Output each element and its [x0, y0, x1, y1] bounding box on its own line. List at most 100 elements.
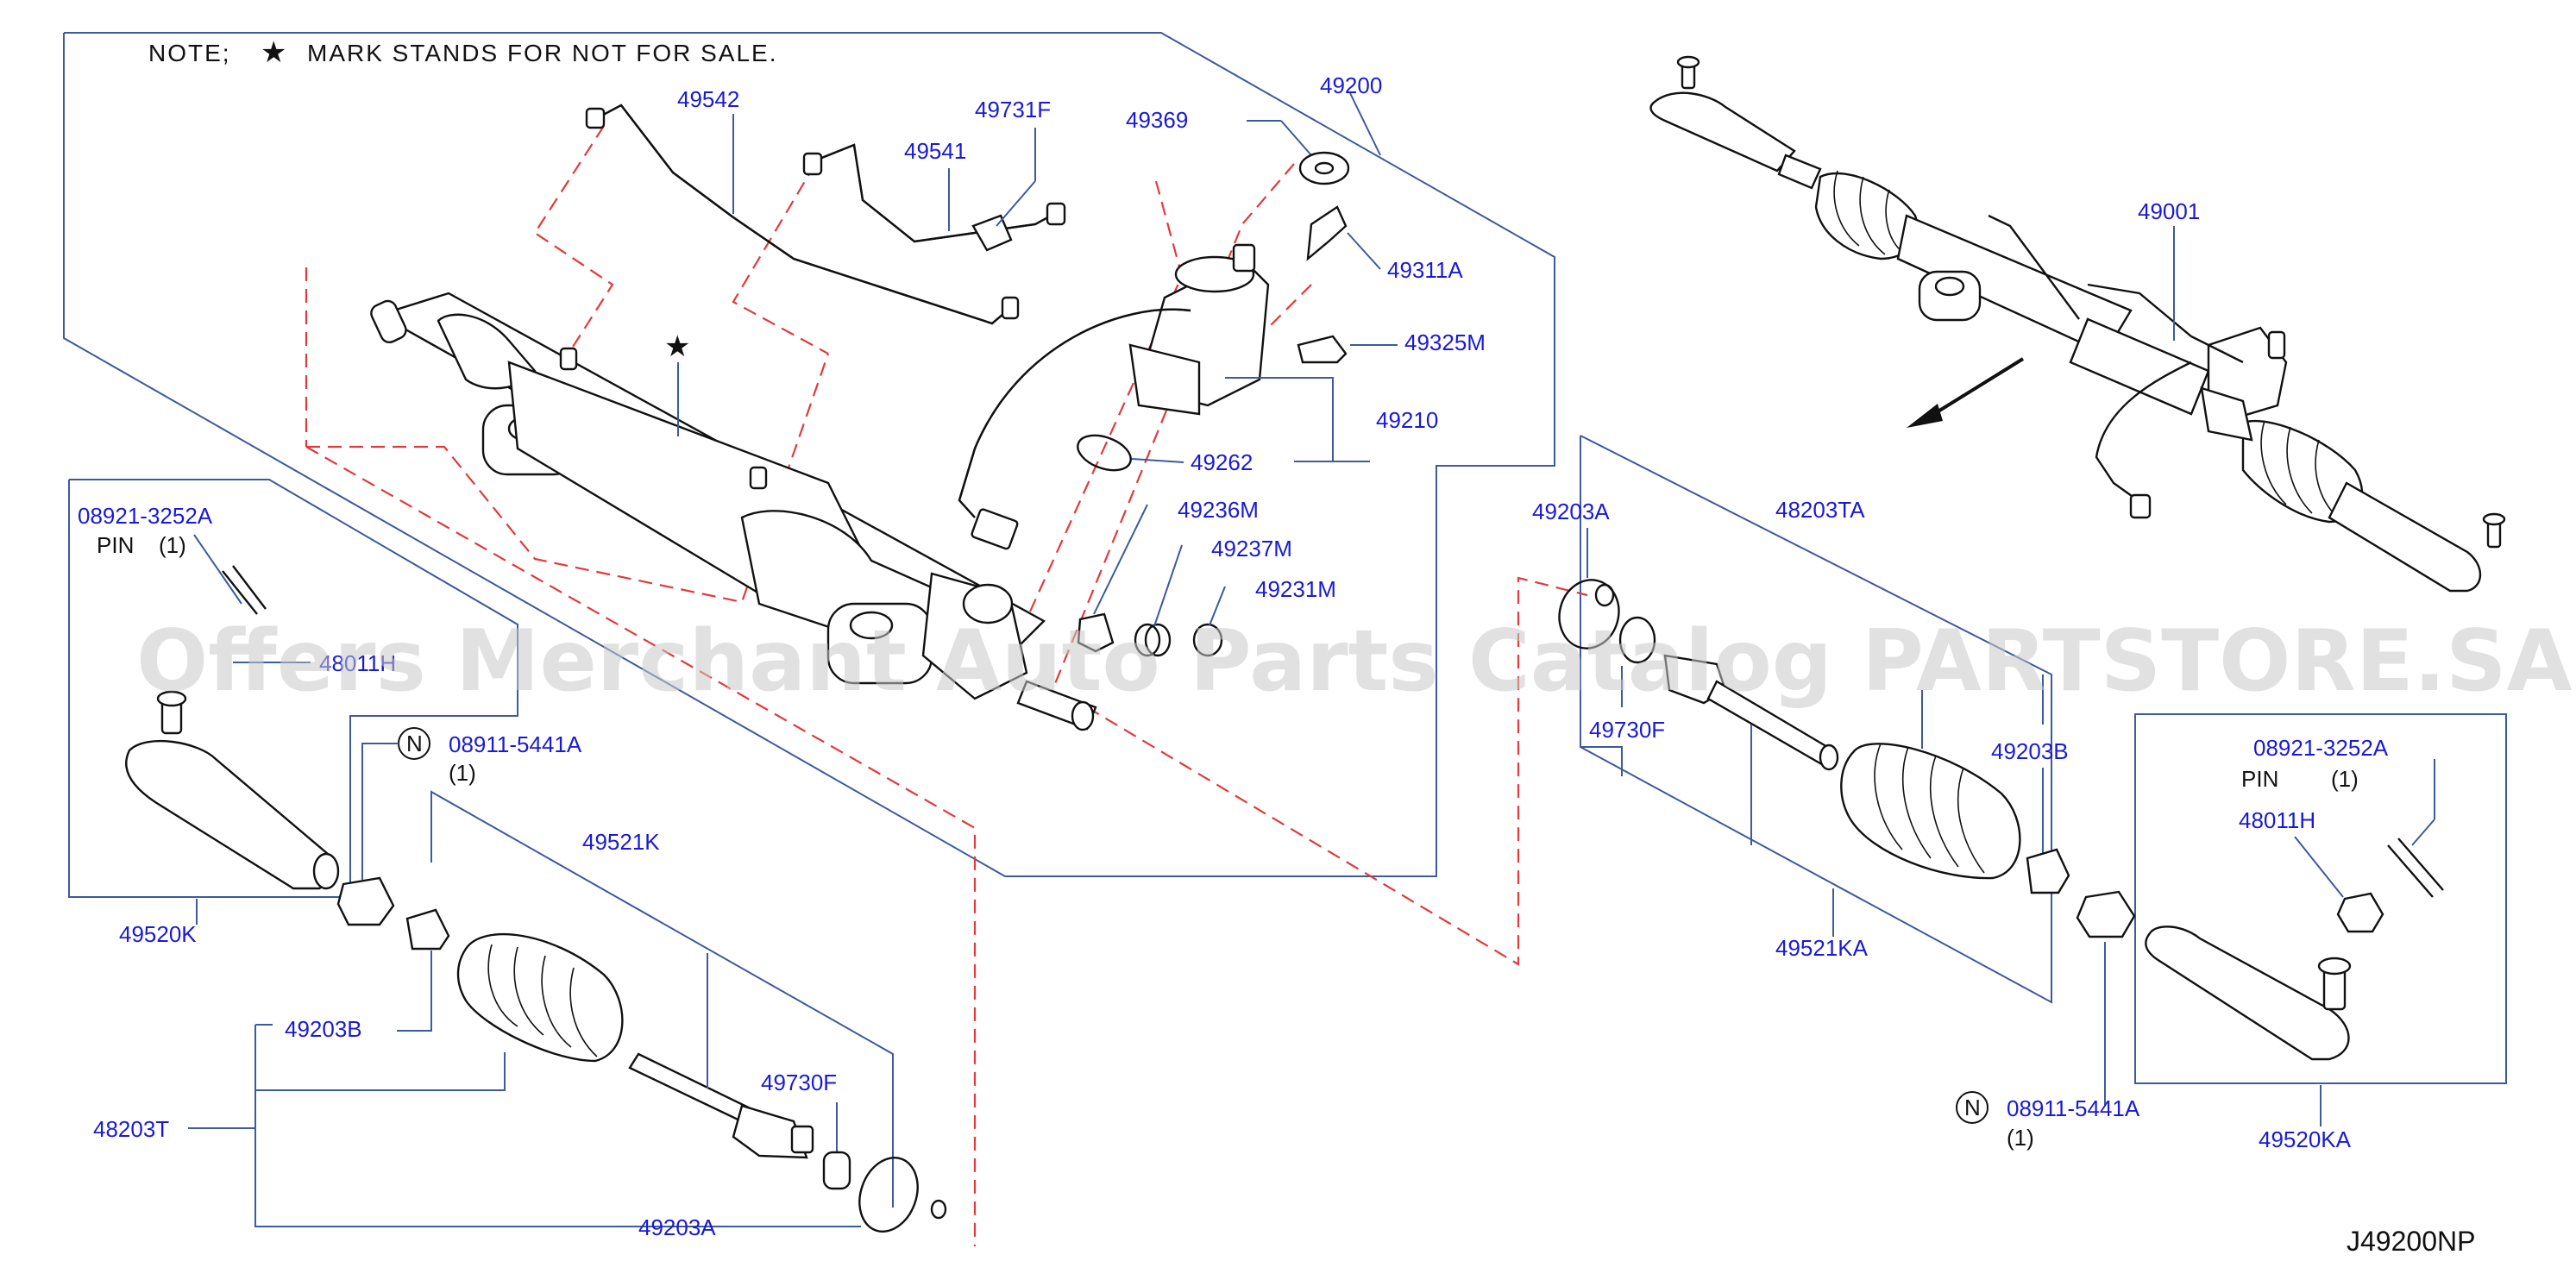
- label-49520KA[interactable]: 49520KA: [2259, 1126, 2352, 1152]
- leader-49730F-right-b: [1580, 746, 1623, 776]
- part-inner-rod-right: [1663, 654, 1839, 771]
- seal-parts: [1077, 612, 1223, 657]
- label-49203A-right[interactable]: 49203A: [1532, 499, 1610, 524]
- label-49520K[interactable]: 49520K: [119, 921, 197, 947]
- leader-49369-b: [1280, 120, 1312, 156]
- part-49311A: [1306, 205, 1348, 261]
- part-lock-ring-left-tab: [930, 1199, 947, 1220]
- label-08911-left-qty: (1): [449, 760, 476, 786]
- leader-49210: [1225, 377, 1334, 462]
- label-pin-left: PIN: [97, 532, 134, 558]
- n-marker-left-text: N: [406, 731, 423, 756]
- part-clamp-right: [2026, 848, 2070, 894]
- leader-49237M: [1153, 544, 1183, 627]
- label-49203B-left[interactable]: 49203B: [285, 1016, 362, 1042]
- leader-48011H: [2294, 836, 2344, 898]
- outline-48203TA: [1580, 435, 2052, 1004]
- label-48203TA[interactable]: 48203TA: [1775, 497, 1865, 523]
- label-pin-left-qty: (1): [159, 532, 186, 558]
- part-seal-right: [1618, 616, 1656, 664]
- leader-48203T: [254, 1025, 776, 1227]
- part-cotter-pin-left: [222, 565, 267, 615]
- arrow-direction: [1924, 357, 2025, 421]
- outline-49200: [63, 32, 1555, 877]
- label-49236M[interactable]: 49236M: [1178, 497, 1259, 523]
- part-boot-right: [1840, 743, 2021, 880]
- watermark: Offers Merchant Auto Parts Catalog PARTS…: [136, 612, 2573, 711]
- part-tie-rod-end-right: [2145, 925, 2352, 1061]
- n-marker-right: [1956, 1091, 1989, 1124]
- steering-rack-housing: [370, 292, 1097, 731]
- part-inner-rod-left: [628, 1052, 814, 1159]
- outline-tie-rod-right: [2134, 713, 2507, 1084]
- leader-49262: [1131, 458, 1184, 463]
- part-lock-ring-left: [858, 1157, 919, 1233]
- n-marker-right-text: N: [1964, 1095, 1981, 1120]
- part-lock-ring-right: [1558, 579, 1620, 649]
- label-49541[interactable]: 49541: [904, 138, 966, 164]
- part-nut-left: [336, 876, 395, 926]
- part-cotter-pin-right: [2387, 838, 2444, 898]
- label-08911-right-qty: (1): [2007, 1125, 2034, 1151]
- label-08921-left[interactable]: 08921-3252A: [78, 503, 213, 529]
- label-08911-right[interactable]: 08911-5441A: [2007, 1095, 2140, 1121]
- leader-48203T-c: [255, 1052, 506, 1091]
- leader-08921-right-b: [2411, 819, 2435, 846]
- label-08921-right[interactable]: 08921-3252A: [2253, 735, 2389, 761]
- leader-49200: [1349, 92, 1381, 156]
- leader-08921-left: [193, 534, 242, 605]
- part-tie-rod-end-left: [125, 690, 340, 890]
- label-49203A-left[interactable]: 49203A: [638, 1214, 716, 1240]
- leader-49731F-b: [996, 180, 1036, 227]
- part-boot-left: [456, 932, 624, 1063]
- label-49262[interactable]: 49262: [1191, 449, 1253, 475]
- label-49542[interactable]: 49542: [677, 86, 739, 112]
- part-49325M: [1297, 335, 1348, 364]
- label-49730F-right[interactable]: 49730F: [1589, 717, 1665, 743]
- not-for-sale-star: ★: [664, 330, 690, 363]
- leader-49203B-left: [397, 951, 432, 1032]
- note-prefix: NOTE;: [148, 40, 231, 66]
- dashed-guides: [305, 125, 1588, 1246]
- label-49730F-left[interactable]: 49730F: [761, 1070, 837, 1095]
- label-49731F[interactable]: 49731F: [975, 97, 1051, 122]
- label-08911-left[interactable]: 08911-5441A: [449, 731, 582, 757]
- label-49521K[interactable]: 49521K: [582, 829, 660, 855]
- label-49369[interactable]: 49369: [1126, 107, 1188, 133]
- label-49325M[interactable]: 49325M: [1404, 329, 1486, 355]
- part-rack-assembly-49001: [1649, 55, 2506, 593]
- label-48011H-left[interactable]: 48011H: [319, 650, 396, 676]
- hydraulic-lines: [585, 104, 1066, 325]
- label-49237M[interactable]: 49237M: [1211, 536, 1292, 562]
- part-castle-nut-right: [2336, 892, 2384, 933]
- label-pin-right: PIN: [2241, 766, 2278, 792]
- part-nut-right: [2076, 890, 2136, 938]
- part-clamp-left: [405, 908, 450, 951]
- label-48203T[interactable]: 48203T: [93, 1116, 169, 1142]
- label-48011H[interactable]: 48011H: [2239, 807, 2315, 833]
- outline-tie-rod-left: [68, 479, 518, 898]
- label-49311A[interactable]: 49311A: [1387, 257, 1463, 283]
- leader-49236M: [1093, 504, 1148, 615]
- label-49210[interactable]: 49210: [1376, 407, 1438, 433]
- label-49200[interactable]: 49200: [1320, 72, 1382, 98]
- label-49521KA[interactable]: 49521KA: [1775, 935, 1869, 961]
- note-star: ★: [261, 36, 288, 69]
- leader-49231M: [1209, 586, 1226, 626]
- note-text: MARK STANDS FOR NOT FOR SALE.: [307, 40, 777, 66]
- note: NOTE; ★ MARK STANDS FOR NOT FOR SALE.: [148, 36, 777, 69]
- diagram-code: J49200NP: [2347, 1226, 2475, 1257]
- label-49203B-right[interactable]: 49203B: [1991, 738, 2069, 764]
- leader-49521K: [430, 790, 894, 1208]
- part-seal-left: [822, 1151, 851, 1190]
- part-49369-hole: [1314, 161, 1335, 175]
- leader-08911-left: [361, 743, 399, 880]
- control-valve: [958, 243, 1270, 550]
- label-pin-right-qty: (1): [2331, 766, 2359, 792]
- part-lock-ring-right-tab: [1594, 583, 1615, 607]
- arrow-head: [1907, 404, 1943, 428]
- label-49001[interactable]: 49001: [2138, 198, 2200, 224]
- leader-49311A: [1347, 232, 1381, 270]
- label-49231M[interactable]: 49231M: [1255, 576, 1336, 602]
